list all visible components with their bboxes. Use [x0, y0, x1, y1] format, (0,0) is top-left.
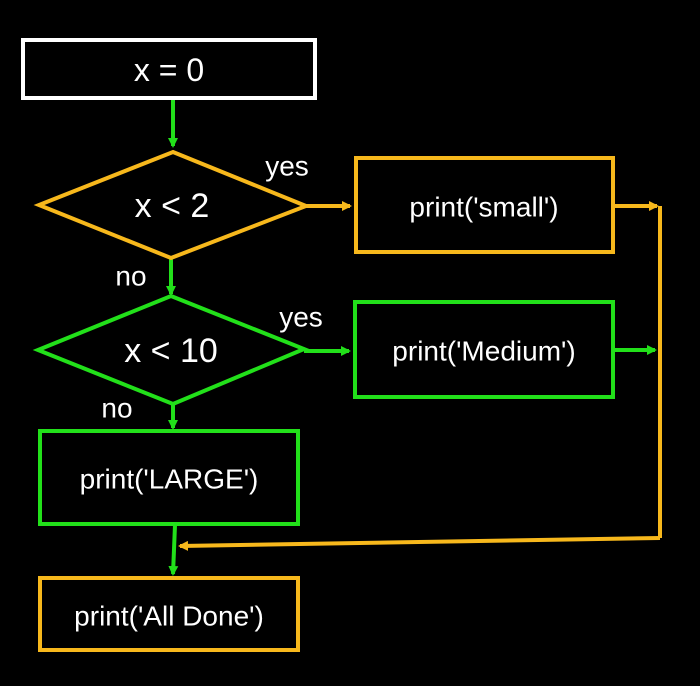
node-print-medium-box — [353, 300, 615, 399]
node-print-done-box — [38, 576, 300, 652]
node-print-large-box — [38, 429, 300, 526]
node-x-lt-2-label: x < 2 — [135, 187, 210, 225]
node-print-small-label: print('small') — [409, 192, 558, 223]
node-print-small-box — [354, 156, 615, 254]
node-print-medium-label: print('Medium') — [392, 336, 575, 367]
node-init-box — [21, 38, 317, 100]
node-print-done-label: print('All Done') — [74, 601, 264, 632]
label-medium-yes: yes — [279, 302, 323, 333]
node-x-lt-2-diamond — [33, 149, 312, 261]
node-init-label: x = 0 — [134, 52, 204, 88]
node-x-lt-10-label: x < 10 — [124, 332, 218, 370]
node-x-lt-10-diamond — [32, 293, 310, 407]
label-small-yes: yes — [265, 151, 309, 182]
edge-merge-to-print-done — [178, 536, 661, 551]
label-medium-no: no — [101, 393, 132, 424]
label-small-no: no — [115, 261, 146, 292]
node-print-large-label: print('LARGE') — [80, 464, 259, 495]
edge-print-large-to-print-done — [168, 524, 179, 576]
